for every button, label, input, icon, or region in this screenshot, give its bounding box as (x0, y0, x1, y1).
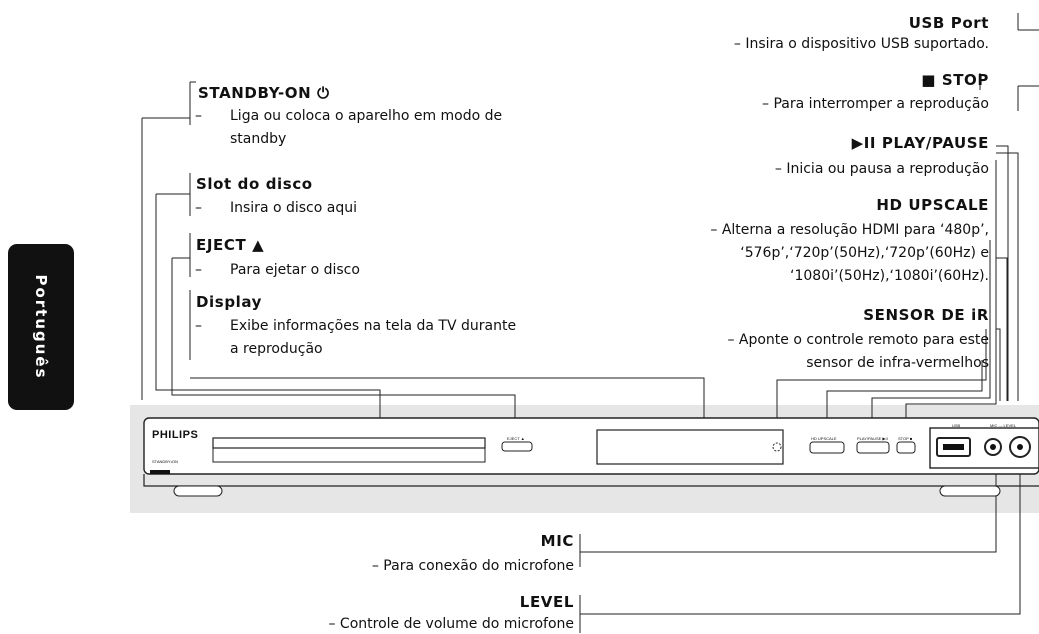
usb-port-desc: – Insira o dispositivo USB suportado. (733, 36, 989, 52)
display-dash: – (195, 318, 202, 334)
mic-level-label: MIC — LEVEL (990, 423, 1017, 428)
stop-title: ■ STOP (921, 71, 989, 89)
slot-desc: Insira o disco aqui (230, 200, 357, 216)
brand-logo: PHILIPS (152, 429, 198, 441)
standby-desc-2: standby (230, 131, 287, 147)
standby-title: STANDBY-ON ⏻ (198, 84, 330, 102)
hd-upscale-title: HD UPSCALE (876, 196, 989, 214)
play-pause-title: ▶II PLAY/PAUSE (851, 134, 989, 152)
eject-dash: – (195, 262, 202, 278)
standby-dash: – (195, 108, 202, 124)
sensor-title: SENSOR DE iR (863, 306, 989, 324)
display-desc-1: Exibe informações na tela da TV durante (230, 318, 517, 334)
dvd-player-front (143, 417, 1039, 497)
stop-desc: – Para interromper a reprodução (762, 96, 989, 112)
slot-dash: – (195, 200, 202, 216)
mic-title: MIC (540, 532, 574, 550)
slot-title: Slot do disco (196, 175, 313, 193)
hd-upscale-label: HD UPSCALE (811, 436, 837, 441)
usb-port-title: USB Port (908, 14, 989, 32)
leader-lines (141, 13, 1039, 633)
hd-upscale-desc-3: ‘1080i’(50Hz),‘1080i’(60Hz). (790, 268, 989, 284)
stop-label: STOP ■ (898, 436, 913, 441)
play-pause-label: PLAY/PAUSE ▶II (857, 436, 888, 441)
eject-label: EJECT ▲ (507, 436, 525, 441)
language-tab: Português (8, 244, 74, 410)
standby-desc-1: Liga ou coloca o aparelho em modo de (230, 108, 503, 124)
usb-label: USB (952, 423, 961, 428)
hd-upscale-desc-2: ‘576p’,‘720p’(50Hz),‘720p’(60Hz) e (740, 245, 989, 261)
level-desc: – Controle de volume do microfone (328, 616, 574, 632)
play-pause-desc: – Inicia ou pausa a reprodução (774, 161, 989, 177)
standby-label: STANDBY•ON (152, 459, 178, 464)
eject-desc: Para ejetar o disco (230, 262, 360, 278)
device-labels: PHILIPS STANDBY•ON EJECT ▲ HD UPSCALE PL… (152, 423, 1017, 464)
sensor-desc-1: – Aponte o controle remoto para este (727, 332, 989, 348)
sensor-desc-2: sensor de infra-vermelhos (806, 355, 989, 371)
display-desc-2: a reprodução (230, 341, 323, 357)
mic-desc: – Para conexão do microfone (371, 558, 574, 574)
hd-upscale-desc-1: – Alterna a resolução HDMI para ‘480p’, (710, 222, 989, 238)
eject-title: EJECT ▲ (196, 236, 265, 254)
level-title: LEVEL (519, 593, 574, 611)
display-title: Display (196, 293, 263, 311)
